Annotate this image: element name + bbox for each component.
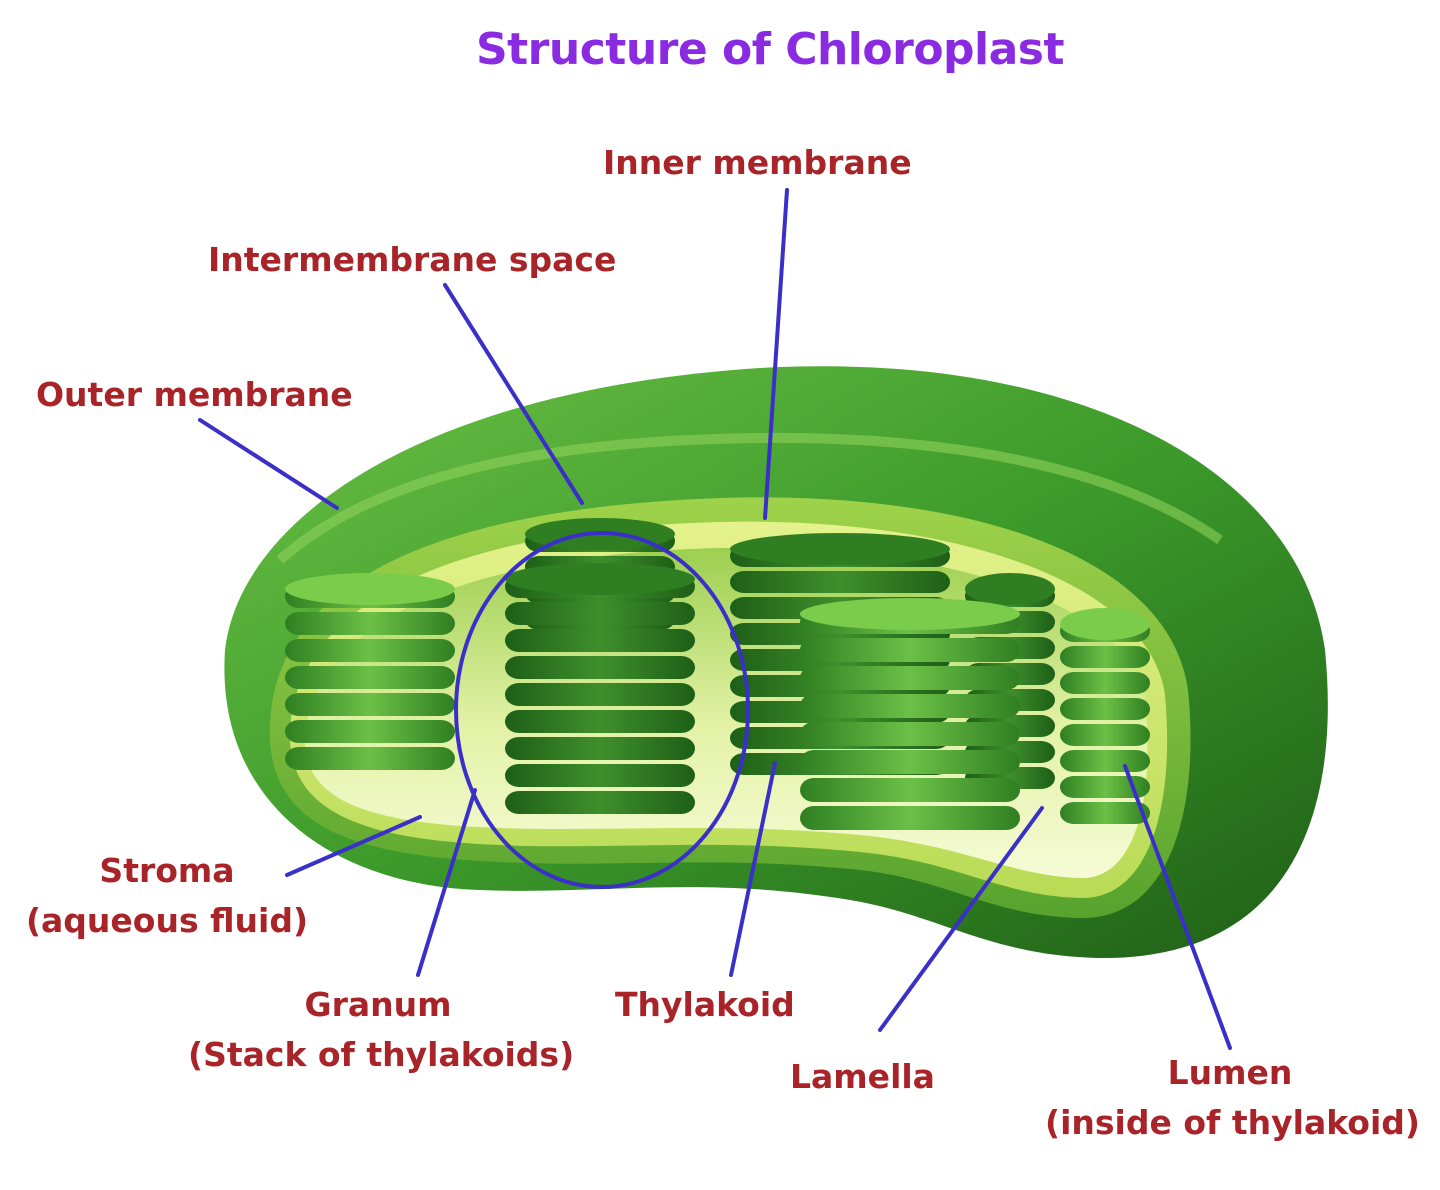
thylakoid-disc	[505, 683, 695, 706]
thylakoid-disc	[505, 710, 695, 733]
label-granum-subtext: (Stack of thylakoids)	[188, 1035, 575, 1074]
label-intermembrane-space-text: Intermembrane space	[208, 240, 617, 279]
label-thylakoid-text: Thylakoid	[615, 985, 795, 1024]
thylakoid-disc	[800, 806, 1020, 830]
thylakoid-top	[1060, 608, 1150, 640]
thylakoid-disc	[285, 747, 455, 770]
thylakoid-disc	[505, 791, 695, 814]
label-granum-text: Granum	[304, 985, 452, 1024]
label-lumen-text: Lumen	[1167, 1053, 1293, 1092]
label-lamella-text: Lamella	[790, 1057, 935, 1096]
granum-left	[285, 573, 455, 770]
label-stroma-text: Stroma	[99, 851, 235, 890]
label-outer-membrane: Outer membrane	[36, 370, 353, 420]
leader-lumen	[1123, 764, 1232, 1050]
leader-intermembrane-space	[443, 283, 584, 505]
thylakoid-disc	[800, 666, 1020, 690]
thylakoid-disc	[505, 764, 695, 787]
thylakoid-disc	[1060, 750, 1150, 772]
thylakoid-disc	[285, 666, 455, 689]
thylakoid-disc	[800, 638, 1020, 662]
thylakoid-disc	[1060, 776, 1150, 798]
leader-lamella	[878, 806, 1044, 1032]
thylakoid-disc	[505, 737, 695, 760]
granum-front-right	[800, 598, 1020, 830]
leader-thylakoid	[729, 761, 777, 977]
thylakoid-top	[965, 573, 1055, 605]
thylakoid-disc	[505, 629, 695, 652]
thylakoid-disc	[800, 694, 1020, 718]
thylakoid-top	[505, 563, 695, 595]
granum-stacks	[285, 518, 1150, 830]
leader-stroma	[285, 815, 422, 877]
label-inner-membrane: Inner membrane	[603, 138, 912, 188]
thylakoid-disc	[285, 612, 455, 635]
thylakoid-disc	[730, 571, 950, 593]
label-lumen: Lumen (inside of thylakoid)	[1045, 1048, 1420, 1148]
thylakoid-disc	[1060, 698, 1150, 720]
thylakoid-top	[800, 598, 1020, 630]
thylakoid-disc	[1060, 724, 1150, 746]
leader-inner-membrane	[763, 188, 789, 520]
thylakoid-disc	[505, 602, 695, 625]
label-intermembrane-space: Intermembrane space	[208, 235, 616, 285]
granum-right-edge	[1060, 608, 1150, 824]
leader-outer-membrane	[198, 418, 339, 510]
granum-highlighted	[505, 563, 695, 814]
label-stroma-subtext: (aqueous fluid)	[25, 901, 309, 940]
leader-granum	[416, 788, 477, 977]
thylakoid-disc	[505, 656, 695, 679]
thylakoid-top	[285, 573, 455, 605]
thylakoid-disc	[285, 693, 455, 716]
thylakoid-disc	[1060, 672, 1150, 694]
thylakoid-disc	[285, 720, 455, 743]
thylakoid-disc	[1060, 802, 1150, 824]
label-lumen-subtext: (inside of thylakoid)	[1045, 1103, 1420, 1142]
thylakoid-disc	[285, 639, 455, 662]
thylakoid-disc	[800, 722, 1020, 746]
label-granum: Granum (Stack of thylakoids)	[188, 980, 575, 1080]
label-stroma: Stroma (aqueous fluid)	[22, 846, 312, 946]
label-lamella: Lamella	[790, 1052, 935, 1102]
granum-highlight-ellipse	[454, 531, 750, 889]
thylakoid-disc	[800, 778, 1020, 802]
thylakoid-disc	[1060, 646, 1150, 668]
thylakoid-disc	[800, 750, 1020, 774]
label-inner-membrane-text: Inner membrane	[603, 143, 912, 182]
thylakoid-top	[730, 533, 950, 565]
diagram-title: Structure of Chloroplast	[475, 24, 1065, 75]
label-thylakoid: Thylakoid	[615, 980, 795, 1030]
label-outer-membrane-text: Outer membrane	[36, 375, 353, 414]
leader-lines	[198, 188, 1232, 1050]
